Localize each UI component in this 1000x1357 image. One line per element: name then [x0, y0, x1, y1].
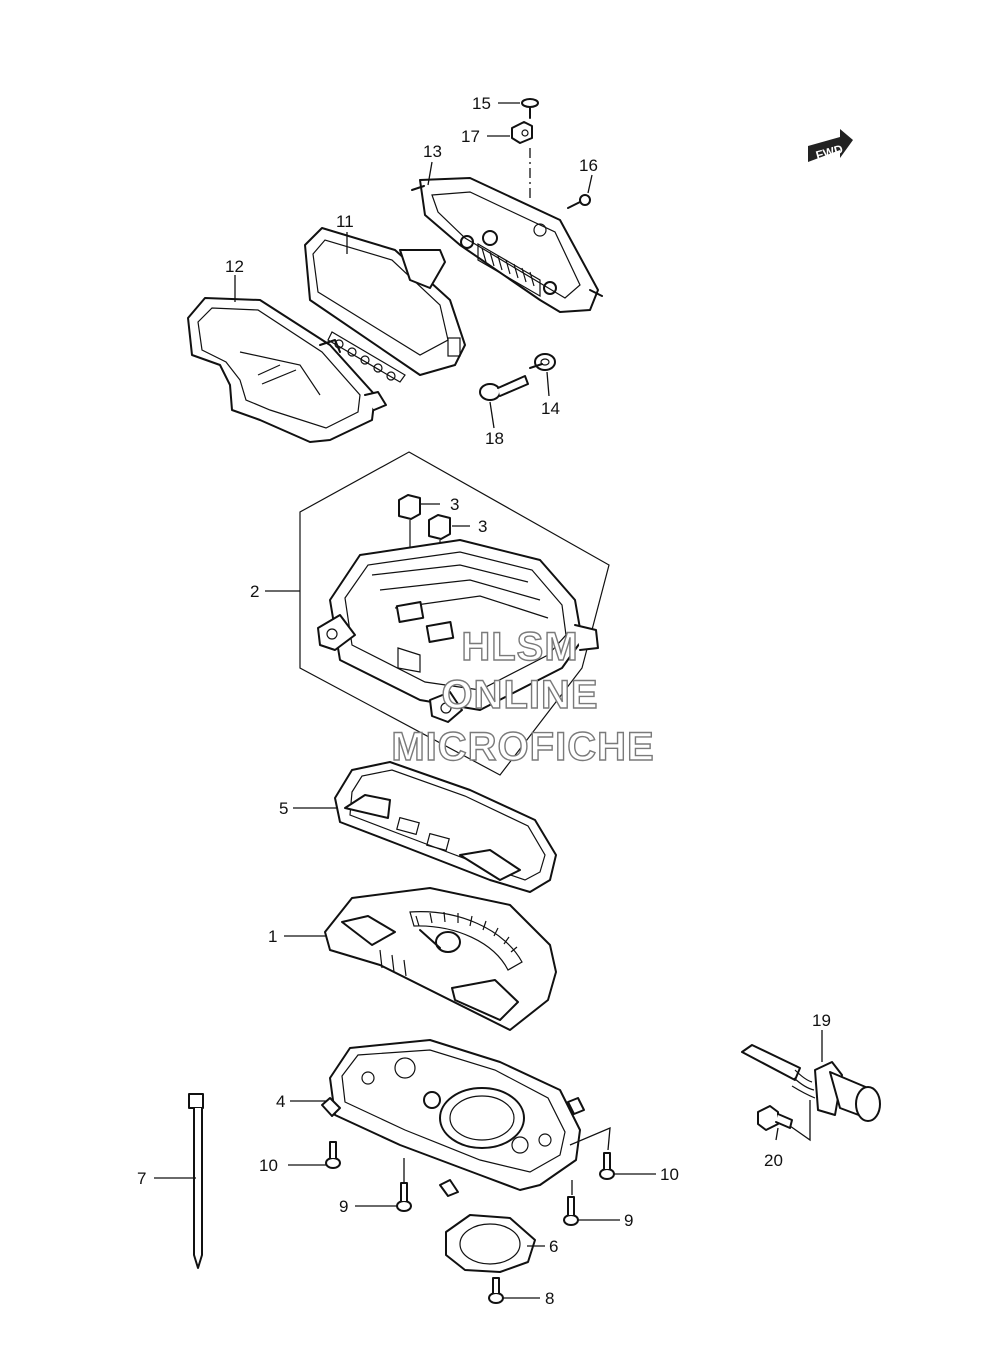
part-18-bolt — [479, 375, 529, 401]
callout-11: 11 — [336, 212, 354, 231]
callout-18: 18 — [485, 429, 504, 448]
callout-1: 1 — [268, 927, 277, 946]
callout-15: 15 — [472, 94, 491, 113]
part-11-meter-case — [304, 227, 466, 383]
part-17-clamp — [511, 121, 533, 144]
callout-9b: 9 — [624, 1211, 633, 1230]
callout-12: 12 — [225, 257, 244, 276]
callout-8: 8 — [545, 1289, 554, 1308]
part-12-front-cover — [187, 297, 387, 443]
callout-14: 14 — [541, 399, 560, 418]
part-9-screw-left — [396, 1182, 412, 1212]
part-7-cable-tie — [188, 1093, 204, 1269]
part-13-rear-housing — [411, 177, 603, 313]
callout-10a: 10 — [259, 1156, 278, 1175]
watermark-line-3: MICROFICHE — [391, 725, 654, 769]
part-15-screw — [521, 98, 539, 119]
watermark-line-2: ONLINE — [441, 673, 598, 717]
part-8-screw — [488, 1277, 504, 1304]
part-16-screw — [567, 194, 591, 209]
callout-labels: 15 17 16 13 11 12 14 18 3 3 2 5 1 4 7 10… — [137, 94, 831, 1308]
watermark: HLSM ONLINE MICROFICHE — [391, 624, 655, 769]
part-1-meter-unit — [324, 887, 557, 1031]
part-19-speed-sensor — [741, 1044, 881, 1122]
callout-6: 6 — [549, 1237, 558, 1256]
part-9-screw-right — [563, 1196, 579, 1226]
callout-17: 17 — [461, 127, 480, 146]
part-4-lower-case — [321, 1039, 585, 1197]
callout-13: 13 — [423, 142, 442, 161]
callout-5: 5 — [279, 799, 288, 818]
leader-lines — [154, 102, 823, 1299]
watermark-line-1: HLSM — [461, 625, 578, 669]
callout-20: 20 — [764, 1151, 783, 1170]
fwd-label: FWD — [814, 142, 844, 163]
callout-2: 2 — [250, 582, 259, 601]
callout-4: 4 — [276, 1092, 285, 1111]
callout-3a: 3 — [450, 495, 459, 514]
part-10-screw-left — [325, 1141, 341, 1169]
part-14-grommet — [529, 353, 556, 371]
forward-direction-arrow: FWD — [808, 129, 853, 163]
callout-16: 16 — [579, 156, 598, 175]
callout-9a: 9 — [339, 1197, 348, 1216]
callout-3b: 3 — [478, 517, 487, 536]
part-2-upper-housing — [317, 539, 599, 723]
part-20-bolt — [757, 1105, 793, 1131]
part-5-bezel — [334, 761, 557, 893]
callout-10b: 10 — [660, 1165, 679, 1184]
part-10-screw-right — [599, 1152, 615, 1180]
callout-19: 19 — [812, 1011, 831, 1030]
part-6-plate — [445, 1214, 536, 1273]
callout-7: 7 — [137, 1169, 146, 1188]
